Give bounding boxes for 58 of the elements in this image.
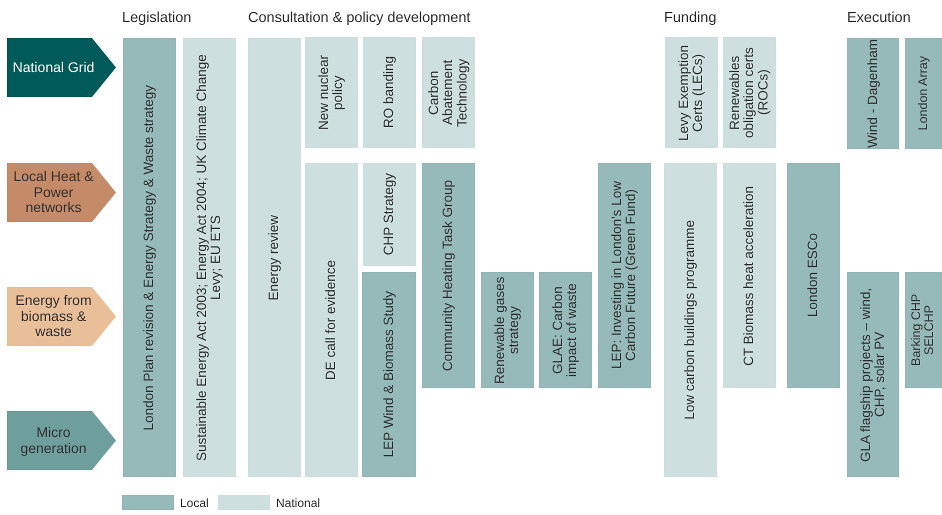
policy-bar (665, 37, 718, 148)
bar-label: CT Biomass heat acceleration (742, 186, 757, 366)
policy-bar (123, 38, 176, 477)
bar-label: CHP Strategy (382, 173, 397, 256)
policy-bar (787, 163, 840, 388)
policy-bar (362, 272, 416, 477)
category-arrow (7, 163, 116, 222)
bar-label: Barking CHP SELCHP (910, 292, 937, 368)
category-arrow (7, 411, 116, 470)
bar-label: Renewables obligation certs (ROCs) (728, 46, 771, 140)
policy-bar (905, 272, 942, 388)
category-label: Micro generation (19, 425, 88, 456)
bar-label: Sustainable Energy Act 2003; Energy Act 2004; UK Climate Change Levy; EU ETS (195, 53, 224, 463)
bar-label: Energy review (267, 214, 282, 300)
column-heading: Legislation (122, 10, 192, 26)
policy-bar (723, 163, 776, 388)
bar-label: LEP Wind & Biomass Study (382, 291, 396, 458)
policy-bar (481, 272, 534, 388)
bar-label: DE call for evidence (324, 260, 339, 380)
category-label: National Grid (12, 60, 96, 76)
policy-bar (183, 38, 236, 477)
policy-bar (422, 37, 475, 148)
category-label: Local Heat & Power networks (12, 169, 95, 216)
bar-label: LEP: Investing in London's Low Carbon Future (Green Fund) (610, 180, 639, 372)
policy-bar (363, 163, 416, 266)
column-heading: Consultation & policy development (248, 10, 470, 26)
policy-bar (422, 163, 475, 388)
column-heading: Funding (664, 10, 716, 26)
bar-label: London ESCo (806, 233, 821, 318)
column-heading: Execution (847, 10, 911, 26)
legend-label: National (276, 496, 320, 510)
bar-label: GLA flagship projects – wind, CHP, solar PV (858, 286, 888, 464)
bar-label: London Array (916, 56, 930, 131)
bar-label: Carbon Abatement Technology (427, 57, 470, 129)
bar-label: RO banding (382, 56, 397, 129)
policy-bar (539, 272, 592, 388)
bar-label: Low carbon buildings programme (683, 220, 698, 420)
bar-label: Levy Exemption Certs (LECs) (677, 43, 706, 143)
category-arrow (7, 38, 116, 97)
category-label: Energy from biomass & waste (14, 293, 93, 340)
bar-label: New nuclear policy (317, 54, 346, 132)
legend-label: Local (180, 496, 209, 510)
policy-bar (248, 38, 301, 477)
bar-label: Renewable gases strategy (493, 275, 522, 386)
policy-bar (363, 37, 416, 148)
policy-bar (598, 163, 651, 388)
bar-label: Wind - Dagenham (866, 39, 880, 148)
policy-bar (723, 37, 776, 148)
policy-bar (847, 272, 899, 477)
policy-bar (664, 163, 717, 477)
policy-bar (305, 163, 358, 477)
policy-bar (305, 37, 358, 148)
bar-label: GLAE: Carbon impact of waste (551, 282, 580, 379)
policy-bar (847, 38, 899, 149)
bar-label: Community Heating Task Group (441, 180, 456, 372)
bar-label: London Plan revision & Energy Strategy & Waste strategy (142, 84, 157, 430)
category-arrow (7, 287, 116, 346)
policy-bar (905, 38, 942, 149)
